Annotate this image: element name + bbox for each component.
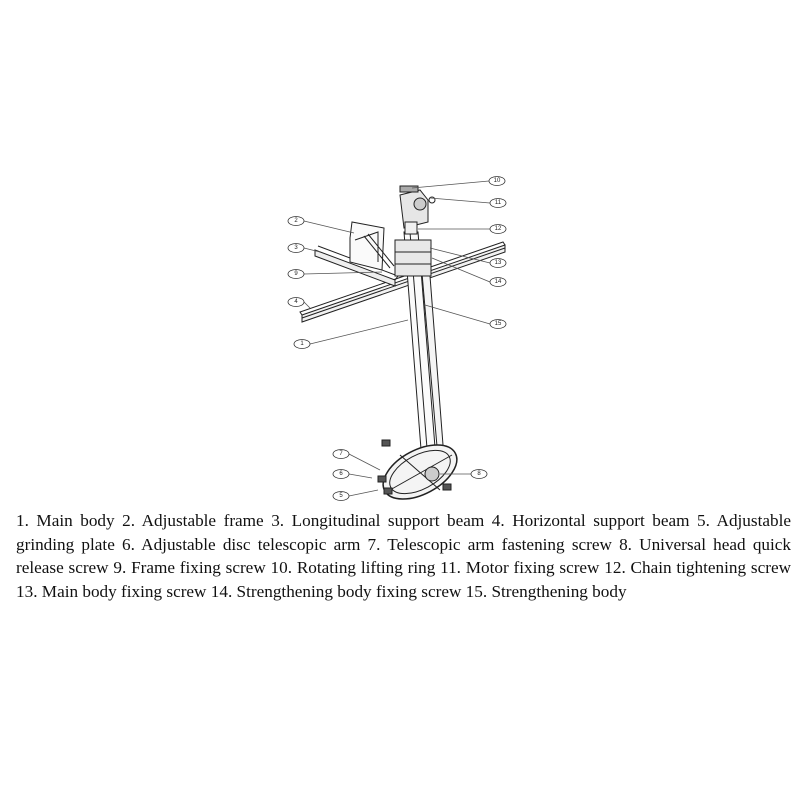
- callout-labels: 10 11 12 13 14 15 2 3 9 4 1 7 6 5 8: [287, 176, 507, 501]
- callout-14: 14: [489, 277, 507, 287]
- motor-head: [399, 185, 436, 235]
- svg-text:11: 11: [495, 200, 502, 206]
- machine-diagram: 10 11 12 13 14 15 2 3 9 4 1 7 6 5 8: [287, 176, 507, 501]
- svg-text:5: 5: [339, 493, 343, 499]
- adjustable-frame: [349, 221, 395, 271]
- svg-text:4: 4: [294, 299, 298, 305]
- callout-5: 5: [332, 491, 350, 501]
- svg-text:1: 1: [300, 341, 304, 347]
- svg-text:12: 12: [495, 226, 502, 232]
- callout-8: 8: [470, 469, 488, 479]
- svg-text:14: 14: [495, 279, 502, 285]
- callout-7: 7: [332, 449, 350, 459]
- svg-text:3: 3: [294, 245, 298, 251]
- svg-text:2: 2: [294, 218, 298, 224]
- svg-text:7: 7: [339, 451, 343, 457]
- svg-text:9: 9: [294, 271, 298, 277]
- callout-2: 2: [287, 216, 305, 226]
- grinding-plate: [377, 439, 458, 500]
- horizontal-support-beam: [299, 241, 506, 323]
- clamp-block: [394, 239, 432, 277]
- callout-15: 15: [489, 319, 507, 329]
- callout-11: 11: [489, 198, 507, 208]
- svg-text:8: 8: [477, 471, 481, 477]
- callout-1: 1: [293, 339, 311, 349]
- leader-lines: [303, 180, 491, 497]
- svg-text:15: 15: [495, 321, 502, 327]
- callout-6: 6: [332, 469, 350, 479]
- svg-text:10: 10: [494, 178, 501, 184]
- callout-10: 10: [488, 176, 506, 186]
- callout-12: 12: [489, 224, 507, 234]
- svg-text:13: 13: [495, 260, 502, 266]
- callout-9: 9: [287, 269, 305, 279]
- callout-13: 13: [489, 258, 507, 268]
- svg-text:6: 6: [339, 471, 343, 477]
- figure-caption: 1. Main body 2. Adjustable frame 3. Long…: [16, 511, 791, 601]
- callout-4: 4: [287, 297, 305, 307]
- callout-3: 3: [287, 243, 305, 253]
